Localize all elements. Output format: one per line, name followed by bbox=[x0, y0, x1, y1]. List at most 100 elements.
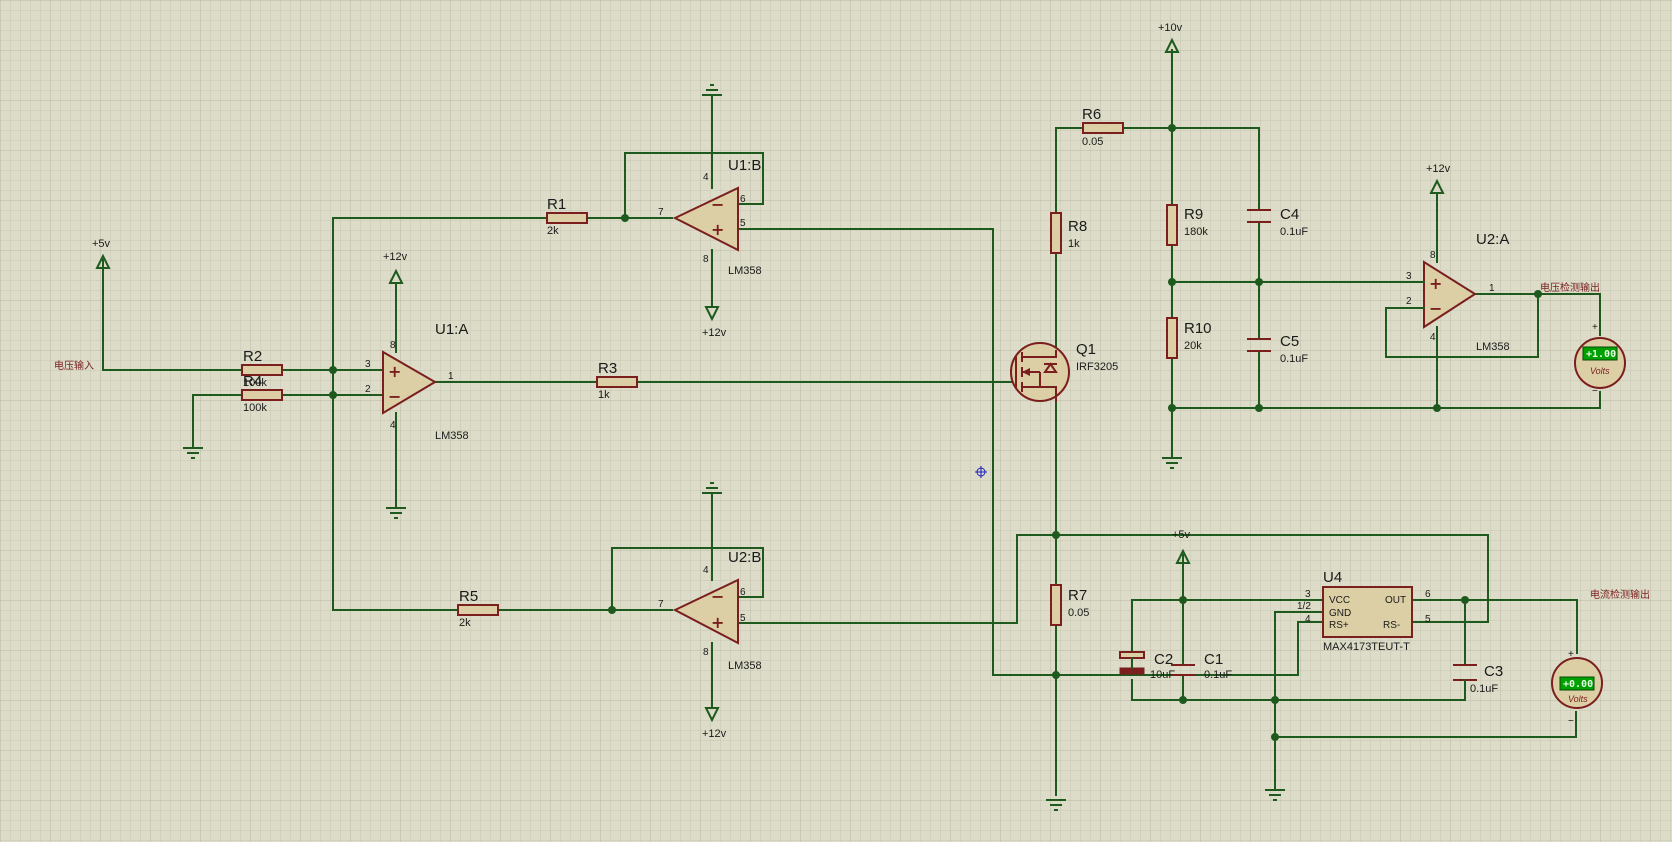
svg-text:R2: R2 bbox=[243, 348, 262, 365]
svg-text:0.1uF: 0.1uF bbox=[1204, 669, 1232, 681]
svg-text:RS+: RS+ bbox=[1329, 620, 1349, 631]
svg-text:LM358: LM358 bbox=[1476, 341, 1510, 353]
svg-text:+: + bbox=[711, 220, 724, 239]
svg-text:1k: 1k bbox=[598, 389, 610, 401]
capacitor-c4[interactable]: C4 0.1uF bbox=[1247, 206, 1308, 238]
opamp-u1b[interactable]: − + U1:B LM358 7 6 5 4 8 bbox=[658, 157, 762, 277]
svg-text:8: 8 bbox=[1430, 250, 1436, 261]
svg-text:−: − bbox=[1592, 386, 1598, 397]
svg-text:U1:A: U1:A bbox=[435, 321, 468, 338]
svg-text:8: 8 bbox=[390, 340, 396, 351]
svg-text:6: 6 bbox=[740, 194, 746, 205]
svg-text:MAX4173TEUT-T: MAX4173TEUT-T bbox=[1323, 641, 1410, 653]
svg-text:3: 3 bbox=[1305, 589, 1311, 600]
svg-text:+: + bbox=[1568, 649, 1574, 660]
svg-text:R7: R7 bbox=[1068, 587, 1087, 604]
resistor-r7[interactable]: R7 0.05 bbox=[1050, 584, 1089, 626]
svg-text:100k: 100k bbox=[243, 377, 267, 389]
svg-text:2: 2 bbox=[365, 384, 371, 395]
svg-text:+10v: +10v bbox=[1158, 22, 1183, 34]
svg-text:C5: C5 bbox=[1280, 333, 1299, 350]
resistor-r3[interactable]: R3 1k bbox=[596, 360, 638, 401]
svg-text:3: 3 bbox=[365, 359, 371, 370]
svg-text:IRF3205: IRF3205 bbox=[1076, 361, 1118, 373]
capacitor-c3[interactable]: C3 0.1uF bbox=[1453, 663, 1503, 701]
svg-text:C1: C1 bbox=[1204, 651, 1223, 668]
current-detect-output-label: 电流检测输出 bbox=[1590, 588, 1650, 601]
resistor-r5[interactable]: R5 2k bbox=[457, 588, 499, 629]
capacitor-c1[interactable]: C1 0.1uF bbox=[1171, 651, 1232, 681]
resistor-r2[interactable]: R2 100k bbox=[241, 348, 283, 389]
ground-icon bbox=[702, 482, 722, 494]
power-12v-u2a[interactable]: +12v bbox=[1426, 163, 1451, 194]
svg-text:Volts: Volts bbox=[1568, 694, 1588, 704]
svg-text:−: − bbox=[1568, 716, 1574, 727]
current-sense-ic-u4[interactable]: U4 VCC GND RS+ OUT RS- MAX4173TEUT-T 3 1… bbox=[1297, 569, 1431, 653]
svg-text:+: + bbox=[388, 362, 401, 381]
ground-symbols bbox=[183, 84, 1285, 811]
svg-text:1: 1 bbox=[1489, 283, 1495, 294]
svg-text:5: 5 bbox=[740, 613, 746, 624]
svg-text:GND: GND bbox=[1329, 608, 1351, 619]
resistor-r8[interactable]: R8 1k bbox=[1050, 212, 1087, 254]
svg-text:C3: C3 bbox=[1484, 663, 1503, 680]
svg-text:LM358: LM358 bbox=[728, 660, 762, 672]
svg-text:0.1uF: 0.1uF bbox=[1280, 226, 1308, 238]
svg-text:R10: R10 bbox=[1184, 320, 1212, 337]
resistor-r6[interactable]: R6 0.05 bbox=[1082, 106, 1124, 148]
svg-text:R5: R5 bbox=[459, 588, 478, 605]
power-5v-input[interactable]: +5v bbox=[92, 238, 111, 269]
resistor-r10[interactable]: R10 20k bbox=[1166, 317, 1212, 359]
capacitor-c5[interactable]: C5 0.1uF bbox=[1247, 333, 1308, 365]
svg-text:−: − bbox=[1429, 299, 1442, 318]
svg-text:+5v: +5v bbox=[92, 238, 111, 250]
voltage-detect-output-label: 电压检测输出 bbox=[1540, 281, 1600, 294]
svg-text:−: − bbox=[711, 195, 724, 214]
svg-text:R4: R4 bbox=[243, 373, 262, 390]
voltmeter-voltage[interactable]: +1.00 Volts + − bbox=[1574, 322, 1626, 397]
svg-text:+12v: +12v bbox=[383, 251, 408, 263]
svg-text:0.05: 0.05 bbox=[1082, 136, 1103, 148]
svg-text:6: 6 bbox=[740, 587, 746, 598]
svg-text:OUT: OUT bbox=[1385, 595, 1406, 606]
svg-text:+12v: +12v bbox=[1426, 163, 1451, 175]
svg-text:100k: 100k bbox=[243, 402, 267, 414]
svg-text:5: 5 bbox=[1425, 614, 1431, 625]
svg-text:LM358: LM358 bbox=[435, 430, 469, 442]
svg-text:7: 7 bbox=[658, 207, 664, 218]
resistor-r9[interactable]: R9 180k bbox=[1166, 204, 1208, 246]
power-10v[interactable]: +10v bbox=[1158, 22, 1183, 53]
resistor-r1[interactable]: R1 2k bbox=[546, 196, 588, 237]
svg-text:4: 4 bbox=[703, 565, 709, 576]
svg-text:U2:A: U2:A bbox=[1476, 231, 1509, 248]
svg-text:2k: 2k bbox=[547, 225, 559, 237]
cursor-crosshair-icon bbox=[975, 466, 987, 478]
svg-text:8: 8 bbox=[703, 647, 709, 658]
opamp-u2b[interactable]: − + U2:B LM358 7 6 5 4 8 bbox=[658, 549, 762, 672]
svg-text:LM358: LM358 bbox=[728, 265, 762, 277]
ground-icon bbox=[1265, 789, 1285, 801]
power-12v-u1b[interactable]: +12v bbox=[702, 306, 727, 339]
capacitor-c2[interactable]: C2 10uF bbox=[1119, 651, 1175, 681]
opamp-u2a[interactable]: + − U2:A LM358 3 2 1 8 4 bbox=[1406, 231, 1510, 353]
svg-text:U4: U4 bbox=[1323, 569, 1342, 586]
opamp-u1a[interactable]: + − U1:A LM358 3 2 1 8 4 bbox=[365, 321, 469, 442]
svg-text:R8: R8 bbox=[1068, 218, 1087, 235]
svg-text:+1.00: +1.00 bbox=[1586, 349, 1616, 360]
svg-text:R1: R1 bbox=[547, 196, 566, 213]
svg-text:+: + bbox=[1592, 322, 1598, 333]
svg-text:+12v: +12v bbox=[702, 327, 727, 339]
svg-text:+12v: +12v bbox=[702, 728, 727, 740]
svg-text:2: 2 bbox=[1406, 296, 1412, 307]
voltmeter-current[interactable]: +0.00 Volts + − bbox=[1551, 649, 1603, 727]
power-5v-u4[interactable]: +5v bbox=[1172, 529, 1191, 564]
power-12v-u2b[interactable]: +12v bbox=[702, 707, 727, 740]
svg-text:C2: C2 bbox=[1154, 651, 1173, 668]
svg-text:+: + bbox=[711, 613, 724, 632]
resistor-r4[interactable]: R4 100k bbox=[241, 373, 283, 414]
svg-text:4: 4 bbox=[703, 172, 709, 183]
mosfet-q1[interactable]: Q1 IRF3205 bbox=[1010, 341, 1118, 402]
svg-text:0.05: 0.05 bbox=[1068, 607, 1089, 619]
power-12v-u1a[interactable]: +12v bbox=[383, 251, 408, 284]
